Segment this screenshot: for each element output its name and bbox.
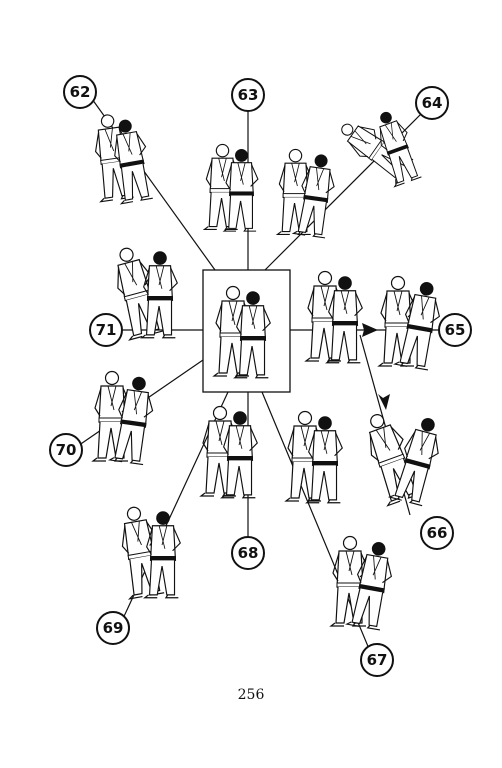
figure-pair-center <box>212 285 271 379</box>
callout-circle-70 <box>49 433 83 467</box>
arrowhead-down <box>378 394 390 410</box>
callout-circle-63 <box>231 78 265 112</box>
figure-pair-65-b <box>377 275 441 371</box>
figure-pair-69 <box>121 506 181 600</box>
callout-62: 62 <box>63 75 97 109</box>
judoka-figure <box>379 111 422 188</box>
callout-circle-68 <box>231 536 265 570</box>
callout-circle-71 <box>89 313 123 347</box>
connector-64 <box>264 102 433 271</box>
callout-number-64: 64 <box>422 94 443 112</box>
judoka-figure <box>393 282 441 371</box>
figure-pair-64-a <box>275 148 335 239</box>
callout-circle-62 <box>63 75 97 109</box>
figure-pair-65-a <box>304 270 363 364</box>
figure-pair-67-a <box>284 410 343 504</box>
callout-number-68: 68 <box>238 544 259 562</box>
callout-number-67: 67 <box>367 651 388 669</box>
judoka-figure <box>143 511 181 599</box>
callout-64: 64 <box>415 86 449 120</box>
callout-number-70: 70 <box>56 441 77 459</box>
callout-number-65: 65 <box>445 321 466 339</box>
judoka-figure <box>329 535 369 627</box>
figure-pair-70 <box>91 370 154 466</box>
judoka-figure <box>284 410 324 502</box>
page-number: 256 <box>237 687 265 703</box>
judoka-figure <box>114 119 153 205</box>
figure-pair-64-b <box>341 111 422 188</box>
judoka-figure <box>304 270 344 362</box>
figure-pair-67-b <box>329 535 393 631</box>
callout-circle-65 <box>438 313 472 347</box>
figure-pair-62 <box>94 114 153 205</box>
callout-circle-64 <box>415 86 449 120</box>
judoka-figure <box>387 417 439 507</box>
callout-number-71: 71 <box>96 321 117 339</box>
judoka-figure <box>325 276 363 364</box>
callout-number-63: 63 <box>238 86 259 104</box>
judoka-figure <box>291 154 335 239</box>
figure-pair-66 <box>368 414 439 507</box>
figure-pair-68 <box>199 405 258 499</box>
callout-circle-69 <box>96 611 130 645</box>
judoka-figure <box>233 291 271 379</box>
judoka-figure <box>222 148 259 232</box>
judoka-figure <box>140 251 178 339</box>
callout-71: 71 <box>89 313 123 347</box>
callout-circle-66 <box>420 516 454 550</box>
callout-68: 68 <box>231 536 265 570</box>
judoka-figure <box>345 542 393 631</box>
callout-63: 63 <box>231 78 265 112</box>
callout-number-69: 69 <box>103 619 124 637</box>
figure-pair-71 <box>117 247 178 341</box>
callout-number-62: 62 <box>70 83 91 101</box>
judoka-figure <box>108 376 154 466</box>
judoka-figure <box>199 405 239 497</box>
callout-65: 65 <box>438 313 472 347</box>
callout-69: 69 <box>96 611 130 645</box>
callout-number-66: 66 <box>427 524 448 542</box>
callout-67: 67 <box>360 643 394 677</box>
judoka-figure <box>220 411 258 499</box>
callout-66: 66 <box>420 516 454 550</box>
judoka-figure <box>305 416 343 504</box>
callout-circle-67 <box>360 643 394 677</box>
callout-70: 70 <box>49 433 83 467</box>
judoka-figure <box>275 148 314 236</box>
figure-pair-63 <box>202 143 259 232</box>
arrowheads <box>362 323 390 410</box>
center-frame <box>202 269 291 393</box>
arrowhead-right <box>362 323 378 337</box>
